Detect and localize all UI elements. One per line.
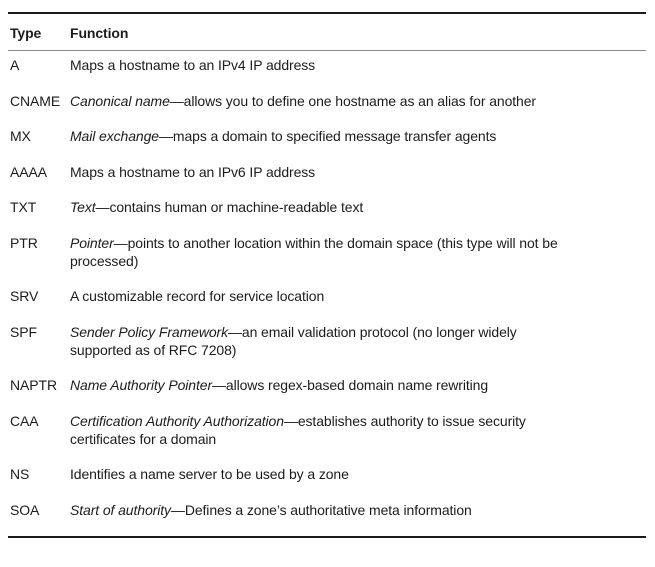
table-row: NS Identifies a name server to be used by… [8,465,646,483]
table-bottom-rule [8,536,646,538]
record-term: Sender Policy Framework [70,323,228,340]
record-function-line: Start of authority—Defines a zone’s auth… [70,501,646,519]
table-header-row: Type Function [8,14,646,42]
record-function-line: Identifies a name server to be used by a… [70,465,646,483]
table-row: AAAA Maps a hostname to an IPv6 IP addres… [8,163,646,181]
table-row: TXT Text—contains human or machine-readab… [8,198,646,216]
record-function-text: —maps a domain to specified message tran… [158,128,497,144]
record-term: Text [70,199,96,215]
record-function: Maps a hostname to an IPv4 IP address [70,56,646,74]
header-separator-rule [8,50,646,51]
record-function: A customizable record for service locati… [70,287,646,305]
table-row: SPF Sender Policy Framework—an email vali… [8,323,646,359]
record-function-text: —contains human or machine-readable text [95,199,364,215]
record-function: Identifies a name server to be used by a… [70,465,646,483]
record-type: SOA [10,501,40,518]
column-header-type: Type [10,25,42,41]
table-row: A Maps a hostname to an IPv4 IP address [8,56,646,74]
record-function-line: supported as of RFC 7208) [70,341,646,359]
record-type: CNAME [10,92,61,109]
record-function-text: A customizable record for service locati… [70,288,325,304]
record-function-line: Mail exchange—maps a domain to specified… [70,127,646,145]
record-type: TXT [10,199,37,215]
table-row: SRV A customizable record for service loc… [8,287,646,305]
record-function-text: —allows regex-based domain name rewritin… [212,377,489,393]
column-header-function: Function [70,25,129,41]
record-function-text: —allows you to define one hostname as an… [169,92,536,109]
record-type: NAPTR [10,377,57,393]
record-function: Sender Policy Framework—an email validat… [70,323,646,359]
record-function: Name Authority Pointer—allows regex-base… [70,376,646,394]
record-function-text: processed) [70,252,139,269]
record-function-text: supported as of RFC 7208) [70,341,237,358]
record-function: Pointer—points to another location withi… [70,234,646,270]
record-type: SRV [10,288,39,304]
dns-record-types-table: Type Function A Maps a hostname to an IPv… [8,12,646,538]
record-function: Canonical name—allows you to define one … [70,92,646,110]
table-row: SOA Start of authority—Defines a zone’s a… [8,501,646,519]
record-function-line: Pointer—points to another location withi… [70,234,646,252]
record-function-line: Text—contains human or machine-readable … [70,198,646,216]
record-function-line: Canonical name—allows you to define one … [70,92,646,110]
record-function-line: Maps a hostname to an IPv6 IP address [70,163,646,181]
table-row: MX Mail exchange—maps a domain to specifi… [8,127,646,145]
record-function-text: —points to another location within the d… [113,234,558,251]
record-term: Mail exchange [70,128,159,144]
record-function-text: —Defines a zone’s authoritative meta inf… [170,501,472,518]
record-function-text: —an email validation protocol (no longer… [227,323,517,340]
record-function: Maps a hostname to an IPv6 IP address [70,163,646,181]
record-function-line: Name Authority Pointer—allows regex-base… [70,376,646,394]
record-function-text: Maps a hostname to an IPv4 IP address [70,57,316,73]
record-function-line: certificates for a domain [70,430,646,448]
record-term: Start of authority [70,501,171,518]
record-type: CAA [10,412,39,429]
record-type: NS [10,466,30,482]
record-function-line: processed) [70,252,646,270]
table-row: CNAME Canonical name—allows you to define… [8,92,646,110]
record-function-line: Maps a hostname to an IPv4 IP address [70,56,646,74]
record-term: Name Authority Pointer [70,377,213,393]
record-type: MX [10,128,31,144]
record-function-line: Certification Authority Authorization—es… [70,412,646,430]
record-type: AAAA [10,163,47,180]
record-term: Canonical name [70,92,170,109]
record-type: SPF [10,323,37,340]
record-function-line: Sender Policy Framework—an email validat… [70,323,646,341]
record-type: A [10,57,20,73]
record-term: Certification Authority Authorization [70,412,284,429]
table-top-rule [8,12,646,14]
record-function: Mail exchange—maps a domain to specified… [70,127,646,145]
table-row: NAPTR Name Authority Pointer—allows regex… [8,376,646,394]
record-function-text: —establishes authority to issue security [283,412,526,429]
record-function: Certification Authority Authorization—es… [70,412,646,448]
record-function: Text—contains human or machine-readable … [70,198,646,216]
record-function-text: Identifies a name server to be used by a… [70,466,349,482]
record-type: PTR [10,234,38,251]
record-function-line: A customizable record for service locati… [70,287,646,305]
record-function-text: Maps a hostname to an IPv6 IP address [70,163,316,180]
table-row: PTR Pointer—points to another location wi… [8,234,646,270]
table-row: CAA Certification Authority Authorization… [8,412,646,448]
record-term: Pointer [70,234,114,251]
record-function-text: certificates for a domain [70,430,217,447]
record-function: Start of authority—Defines a zone’s auth… [70,501,646,519]
